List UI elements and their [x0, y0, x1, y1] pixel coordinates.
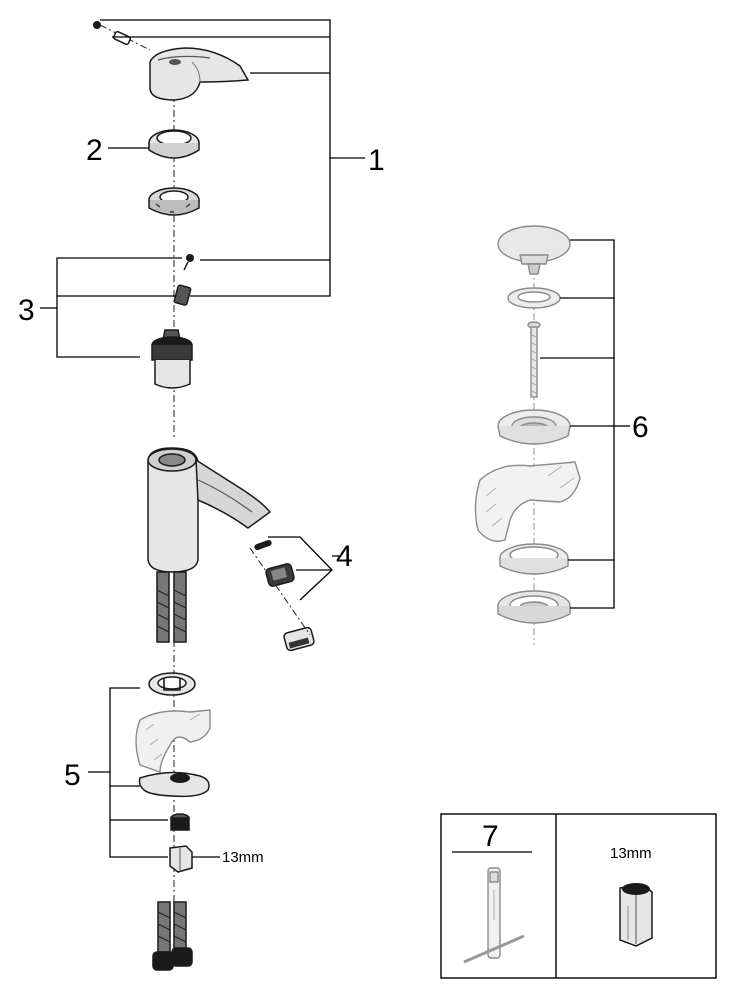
nut-size-label: 13mm [222, 849, 264, 866]
leader-lines-left [40, 19, 365, 858]
supply-hoses-lower [152, 901, 193, 971]
callout-1: 1 [368, 144, 385, 177]
threaded-nut [148, 187, 200, 216]
threaded-rod [527, 321, 541, 398]
callout-3: 3 [18, 294, 35, 327]
aerator-insert [265, 563, 295, 587]
cap-ring [148, 129, 200, 159]
leader-lines-right [540, 239, 630, 609]
callout-7: 7 [482, 820, 499, 853]
drain-flange [497, 409, 571, 445]
drain-washer [499, 543, 569, 575]
handle-screw [93, 21, 132, 46]
small-nut [170, 813, 190, 831]
callout-4: 4 [336, 540, 353, 573]
lever-handle [149, 47, 250, 101]
hex-nut-13mm [169, 845, 193, 873]
key-tool [463, 867, 525, 964]
axis-screw [99, 24, 151, 51]
drain-nut [497, 590, 571, 624]
callout-6: 6 [632, 411, 649, 444]
countertop-section-left [135, 709, 211, 773]
axis-aerator [249, 547, 311, 636]
mounting-ring [148, 672, 196, 696]
aerator-housing [283, 626, 315, 652]
faucet-body [147, 447, 272, 573]
basin-section [474, 461, 581, 542]
aerator-gasket [254, 539, 272, 551]
cartridge [151, 329, 193, 389]
tool-size-label: 13mm [610, 845, 652, 862]
faucet-assembly: 1 2 3 4 5 13mm [18, 19, 385, 971]
socket-tool [619, 883, 653, 947]
horseshoe-washer [138, 771, 210, 798]
tool-box: 7 13mm [440, 813, 717, 979]
callout-2: 2 [86, 134, 103, 167]
supply-hoses-upper [156, 571, 187, 643]
drain-assembly: 6 [474, 225, 649, 645]
stopper-seal [507, 287, 561, 309]
callout-5: 5 [64, 759, 81, 792]
cartridge-screw [183, 254, 194, 271]
adapter [173, 284, 192, 306]
popup-stopper [497, 225, 571, 275]
